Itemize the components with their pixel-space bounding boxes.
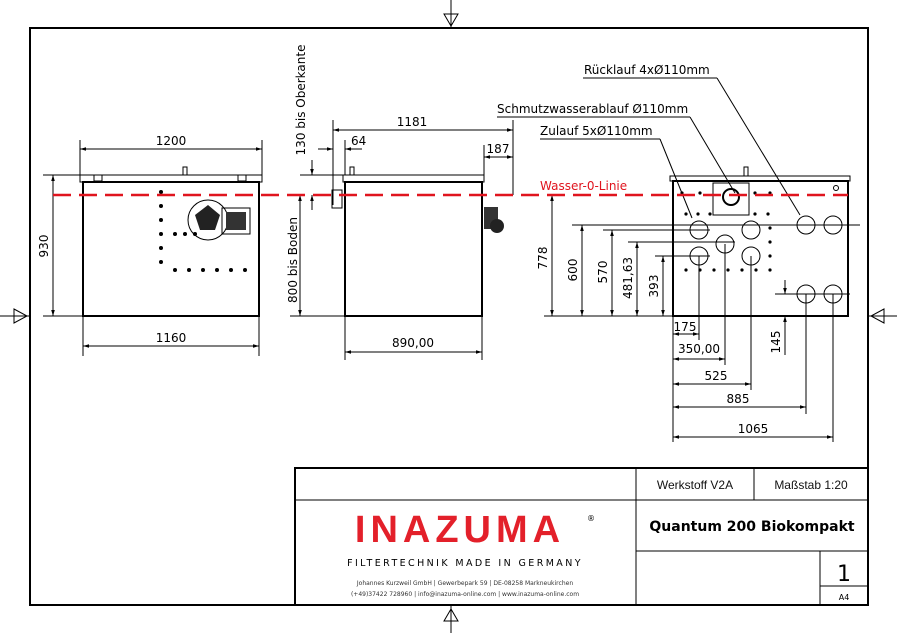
- label-ruecklauf: Rücklauf 4xØ110mm: [584, 63, 710, 77]
- label-schmutzwasserablauf: Schmutzwasserablauf Ø110mm: [497, 102, 688, 116]
- dim-350: 350,00: [678, 342, 720, 356]
- material-label: Werkstoff V2A: [657, 478, 733, 492]
- label-zulauf: Zulauf 5xØ110mm: [540, 124, 653, 138]
- dim-481-63: 481,63: [621, 257, 635, 299]
- scale-label: Maßstab 1:20: [774, 478, 848, 492]
- drawing-title: Quantum 200 Biokompakt: [649, 519, 855, 535]
- dim-1065: 1065: [738, 422, 769, 436]
- dim-600: 600: [566, 259, 580, 282]
- dim-water-to-floor: 800 bis Boden: [286, 217, 300, 303]
- dim-525: 525: [705, 369, 728, 383]
- dim-offset-left: 64: [351, 134, 366, 148]
- dim-885: 885: [727, 392, 750, 406]
- dim-570: 570: [596, 261, 610, 284]
- title-block: Werkstoff V2A Maßstab 1:20 Quantum 200 B…: [294, 467, 869, 606]
- company-contact: (+49)37422 728960 | info@inazuma-online.…: [351, 591, 579, 598]
- side-view: 1181 64 187 130 bis Oberkante 800 bis Bo…: [286, 45, 514, 360]
- dim-height: 930: [37, 235, 51, 258]
- front-view: 1200 930 1160: [37, 134, 263, 356]
- pipe-openings: [689, 215, 843, 304]
- dim-175: 175: [674, 320, 697, 334]
- back-view: Rücklauf 4xØ110mm Schmutzwasserablauf Ø1…: [497, 63, 860, 442]
- sheet-number: 1: [837, 562, 851, 587]
- inazuma-logo: INAZUMA: [355, 509, 565, 551]
- dim-depth: 890,00: [392, 336, 434, 350]
- dim-above-water: 130 bis Oberkante: [294, 45, 308, 156]
- dim-width-top: 1200: [156, 134, 187, 148]
- tagline: FILTERTECHNIK MADE IN GERMANY: [347, 558, 583, 569]
- company-address: Johannes Kurzweil GmbH | Gewerbepark 59 …: [356, 580, 573, 587]
- dim-393: 393: [647, 275, 661, 298]
- paper-format: A4: [839, 593, 850, 602]
- dim-offset-right: 187: [487, 142, 510, 156]
- dim-145: 145: [769, 331, 783, 354]
- registered-mark: ®: [587, 514, 595, 523]
- dim-width-bottom: 1160: [156, 331, 187, 345]
- dim-778: 778: [536, 247, 550, 270]
- water-line-label: Wasser-0-Linie: [540, 179, 627, 193]
- dim-overall-length: 1181: [397, 115, 428, 129]
